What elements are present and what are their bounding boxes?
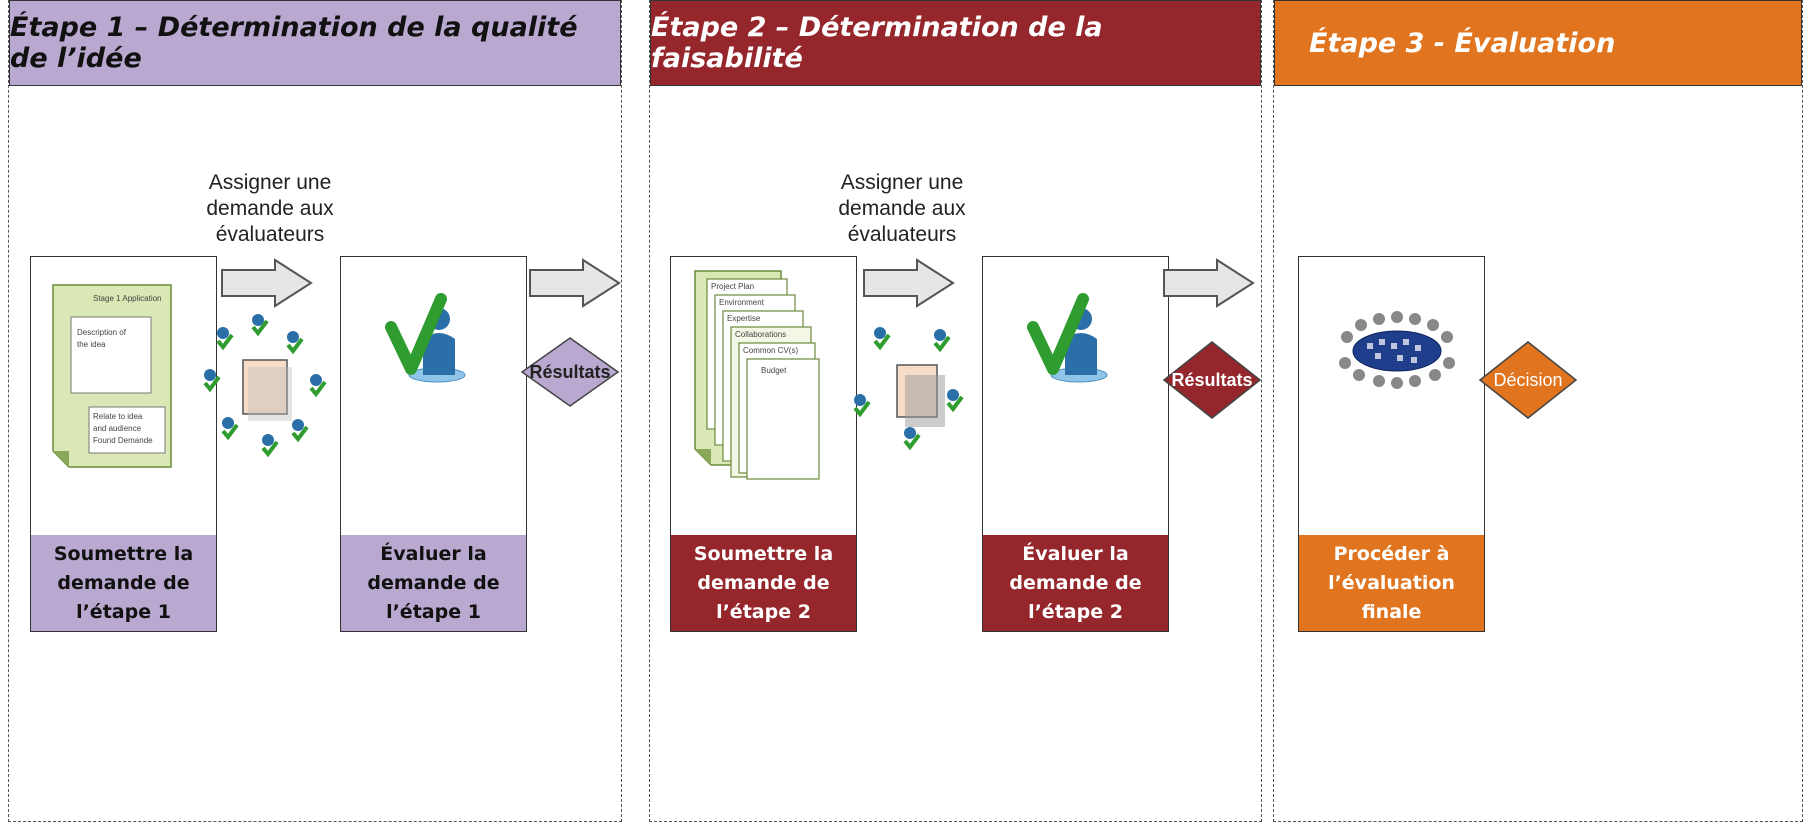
stage-1-panel: Étape 1 – Détermination de la qualité de… [8, 0, 622, 822]
svg-text:Budget: Budget [761, 366, 787, 375]
svg-text:Found Demande: Found Demande [93, 436, 153, 445]
stage-3-panel: Étape 3 - Évaluation [1273, 0, 1803, 822]
stage-1-assign-arrow-icon [221, 258, 313, 308]
svg-text:Common CV(s): Common CV(s) [743, 346, 798, 355]
stage-2-title: Étape 2 – Détermination de la faisabilit… [650, 0, 1261, 86]
stage-2-submit-card: Project Plan Environment Expertise Colla… [670, 256, 857, 632]
stage-1-submit-label: Soumettre la demande de l’étape 1 [31, 535, 216, 631]
svg-text:Expertise: Expertise [727, 314, 761, 323]
stage-1-title: Étape 1 – Détermination de la qualité de… [9, 0, 621, 86]
stage-2-evaluate-card: Évaluer la demande de l’étape 2 [982, 256, 1169, 632]
stage-1-evaluate-card: Évaluer la demande de l’étape 1 [340, 256, 527, 632]
stage-2-submit-label: Soumettre la demande de l’étape 2 [671, 535, 856, 631]
stage-1-application-document-icon: Stage 1 Application Description of the i… [52, 284, 172, 468]
stage-2-reviewers-cluster-icon [853, 327, 964, 451]
stage-2-results-diamond [1162, 341, 1262, 419]
stage-2-assign-arrow-icon [863, 258, 955, 308]
svg-text:Stage 1 Application: Stage 1 Application [93, 294, 162, 303]
evaluator-check-icon [1027, 293, 1108, 383]
svg-text:Collaborations: Collaborations [735, 330, 786, 339]
stage-2-evaluate-label: Évaluer la demande de l’étape 2 [983, 535, 1168, 631]
stage-1-submit-card: Stage 1 Application Description of the i… [30, 256, 217, 632]
stage-1-results-label: Résultats [529, 362, 611, 382]
stage-1-results-arrow-icon [529, 258, 621, 308]
stage-2-results-label: Résultats [1171, 370, 1253, 390]
stage-1-evaluate-label: Évaluer la demande de l’étape 1 [341, 535, 526, 631]
stage-3-final-card: Procéder à l’évaluation finale [1298, 256, 1485, 632]
svg-text:and audience: and audience [93, 424, 142, 433]
svg-text:Project Plan: Project Plan [711, 282, 754, 291]
stage-3-title: Étape 3 - Évaluation [1274, 0, 1802, 86]
svg-text:Environment: Environment [719, 298, 765, 307]
svg-text:the idea: the idea [77, 340, 106, 349]
stage-3-final-label: Procéder à l’évaluation finale [1299, 535, 1484, 631]
stage-2-assign-text: Assigner une demande aux évaluateurs [838, 171, 966, 246]
stage-3-decision-diamond [1478, 341, 1578, 419]
svg-text:Description of: Description of [77, 328, 127, 337]
evaluator-check-icon [385, 293, 466, 383]
stage-1-reviewers-cluster-icon [203, 314, 327, 458]
committee-meeting-icon [1339, 311, 1455, 389]
stage-1-assign-text: Assigner une demande aux évaluateurs [206, 171, 334, 246]
stage-3-decision-label: Décision [1493, 370, 1563, 390]
stage-1-results-diamond [520, 337, 620, 407]
stage-2-results-arrow-icon [1163, 258, 1255, 308]
svg-text:Relate to idea: Relate to idea [93, 412, 143, 421]
stage-2-document-stack-icon: Project Plan Environment Expertise Colla… [694, 270, 820, 480]
